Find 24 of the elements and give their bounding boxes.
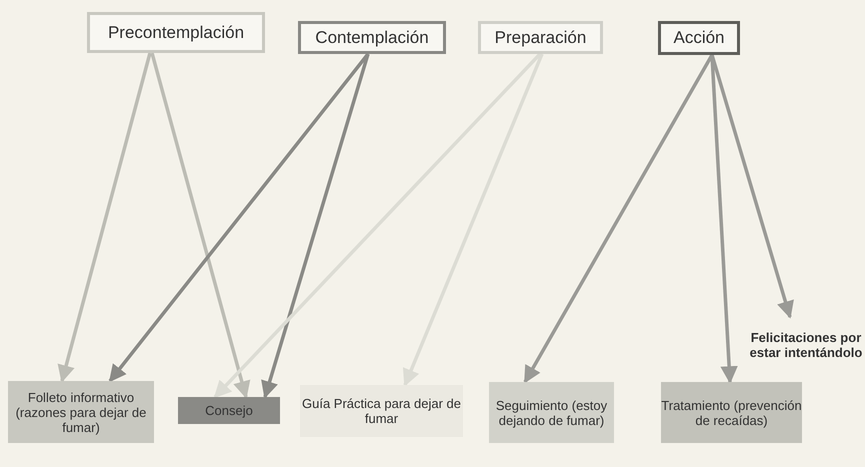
stage-box	[478, 21, 603, 54]
resource-box	[661, 382, 802, 443]
arrow	[261, 54, 370, 399]
box-label: Preparación	[494, 28, 586, 48]
box-label: Folleto informativo (razones para dejar de fumar)	[14, 390, 148, 434]
resource-box	[300, 385, 463, 437]
resource-box	[8, 381, 154, 443]
box-label: Contemplación	[315, 28, 429, 48]
arrow	[58, 52, 152, 383]
message-text: Felicitaciones por estar intentándolo	[748, 317, 864, 373]
resource-box	[178, 397, 280, 424]
box-label: Precontemplación	[108, 22, 244, 42]
arrow	[214, 52, 542, 398]
arrow	[150, 52, 250, 399]
box-label: Seguimiento (estoy dejando de fumar)	[494, 398, 608, 428]
box-label: Guía Práctica para dejar de fumar	[301, 396, 462, 426]
box-label: Tratamiento (prevención de recaídas)	[661, 398, 802, 428]
stage-box	[87, 12, 265, 53]
stage-box	[298, 21, 446, 54]
box-label: Acción	[673, 28, 725, 48]
box-label: Consejo	[205, 403, 253, 418]
arrow	[402, 53, 544, 387]
stage-box	[658, 21, 740, 55]
resource-box	[489, 382, 614, 443]
